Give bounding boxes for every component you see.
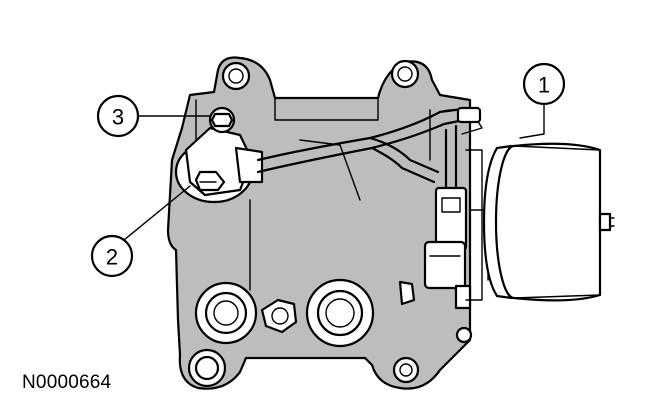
figure-id-label: N0000664 (22, 372, 112, 393)
sensor-assembly (174, 106, 264, 204)
magnetic-clutch (482, 142, 615, 302)
clutch-connector (423, 149, 489, 344)
callout-1: 1 (522, 62, 566, 106)
callout-2-label: 2 (106, 245, 118, 270)
service-ports (194, 278, 416, 348)
callout-3: 3 (96, 94, 140, 138)
wiring-harness (256, 106, 483, 192)
leader-lines (123, 103, 545, 241)
callout-2: 2 (90, 234, 134, 278)
callout-1-label: 1 (538, 73, 550, 98)
callout-3-label: 3 (112, 105, 124, 130)
